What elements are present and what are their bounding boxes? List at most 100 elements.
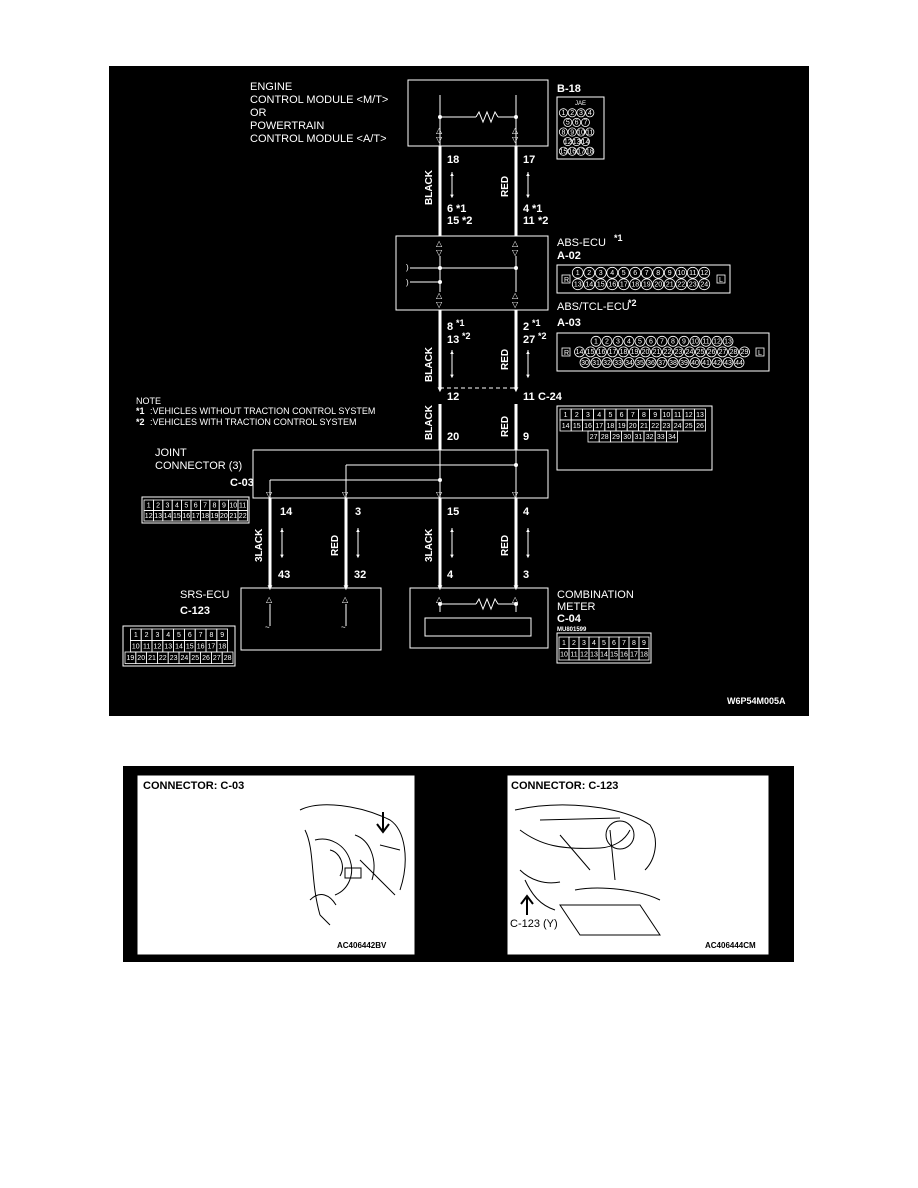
- connector-pin: [558, 127, 568, 137]
- connector-pin-label: 32: [646, 434, 654, 441]
- connector-pin-label: 4: [592, 640, 596, 647]
- connector-pin-label: 5: [177, 632, 181, 639]
- connector-pin-label: 12: [580, 652, 588, 659]
- c123-connector: [122, 625, 236, 667]
- abs-top-pin-r1: 4: [523, 203, 530, 215]
- connector-pin-label: 22: [651, 423, 659, 430]
- connector-pin-label: 14: [562, 423, 570, 430]
- connector-pin-label: 40: [691, 360, 699, 367]
- connector-pin: [638, 648, 650, 661]
- connector-pin-label: 5: [184, 503, 188, 510]
- wire-label-red-5: RED: [500, 535, 511, 556]
- connector-pin: [576, 146, 586, 156]
- connector-pin-label: 35: [636, 360, 644, 367]
- connector-pin: [576, 127, 586, 137]
- meter-display: [424, 617, 532, 637]
- connector-pin-label: 15: [560, 149, 568, 156]
- svg-text:▽: ▽: [266, 490, 273, 499]
- connector-pin: [652, 278, 665, 291]
- meter-box: [409, 587, 549, 649]
- connector-pin: [666, 430, 679, 443]
- connector-pin: [673, 346, 684, 358]
- connector-pin-label: 15: [597, 282, 605, 289]
- connector-pin-label: 5: [622, 270, 626, 277]
- connector-pin-label: 32: [603, 360, 611, 367]
- svg-text:▼: ▼: [525, 374, 531, 380]
- joint-pin-bottom-1: 14: [280, 506, 293, 518]
- c24-pin-left: 12: [447, 391, 459, 403]
- connector-pin: [739, 346, 750, 358]
- connector-pin: [563, 137, 573, 147]
- connector-pin-label: 17: [630, 652, 638, 659]
- c123-illustration: [514, 804, 661, 936]
- svg-text:▽: ▽: [512, 490, 519, 499]
- meter-label-2: METER: [557, 601, 596, 613]
- connector-pin-label: 13: [573, 139, 581, 146]
- connector-pin: [601, 357, 613, 368]
- connector-pin: [585, 346, 596, 358]
- joint-connector-box: [252, 449, 549, 499]
- connector-pin-label: 3: [155, 632, 159, 639]
- connector-pin: [580, 117, 590, 127]
- abs-bottom-pin-l2: 13: [447, 334, 459, 346]
- connector-pin-label: 16: [197, 644, 205, 651]
- photo-c123-callout: C-123 (Y): [510, 918, 558, 930]
- svg-text:*1: *1: [136, 406, 145, 416]
- connector-pin-label: 6: [194, 503, 198, 510]
- wire-label-black-1: BLACK: [424, 169, 435, 205]
- connector-pin-label: 14: [164, 513, 172, 520]
- connector-pin-label: 5: [566, 120, 570, 127]
- connector-pin-label: 18: [631, 282, 639, 289]
- connector-pin-label: 21: [666, 282, 674, 289]
- ecm-box: [407, 79, 549, 147]
- connector-pin-label: 11: [702, 339, 709, 346]
- abs-tcl-ecu-code: A-03: [557, 317, 581, 329]
- c24-code: C-24: [538, 391, 563, 403]
- connector-pin: [617, 266, 630, 279]
- srs-ecu-name: SRS-ECU: [180, 589, 230, 601]
- svg-text:*1: *1: [456, 318, 465, 328]
- connector-pin-label: 23: [170, 655, 178, 662]
- connector-pin-label: 4: [175, 503, 179, 510]
- svg-text:▽: ▽: [342, 490, 349, 499]
- wire-label-red-4: RED: [330, 535, 341, 556]
- connector-pin: [629, 266, 642, 279]
- connector-pin-label: 6: [633, 270, 637, 277]
- connector-pin-label: 14: [582, 139, 590, 146]
- connector-pin-label: 8: [632, 640, 636, 647]
- connector-pin-label: 13: [724, 339, 732, 346]
- terminal-icon: △: [512, 126, 519, 135]
- connector-pin-label: 27: [213, 655, 221, 662]
- connector-pin-label: 12: [154, 644, 162, 651]
- connector-pin-label: 20: [642, 349, 650, 356]
- connector-pin: [221, 651, 234, 664]
- ecm-label-3: OR: [250, 107, 267, 119]
- connector-pin-label: 13: [590, 652, 598, 659]
- connector-pin-label: 11: [239, 503, 246, 510]
- connector-pin-label: 2: [587, 270, 591, 277]
- connector-pin-label: 1: [594, 339, 598, 346]
- terminal-icon: △: [436, 126, 443, 135]
- connector-pin-label: 18: [607, 423, 615, 430]
- connector-pin-label: 24: [674, 423, 682, 430]
- svg-text:L: L: [719, 277, 723, 284]
- connector-pin-label: 13: [164, 644, 172, 651]
- connector-pin: [583, 266, 596, 279]
- ecm-pin-right: 17: [523, 154, 535, 166]
- c24-connector: [556, 405, 713, 471]
- svg-text:~: ~: [341, 623, 346, 632]
- connector-pin-label: 2: [572, 640, 576, 647]
- connector-pin-label: 4: [597, 412, 601, 419]
- connector-pin: [675, 266, 688, 279]
- svg-text:*2: *2: [538, 215, 548, 227]
- connector-pin-label: 8: [209, 632, 213, 639]
- connector-pin: [580, 137, 590, 147]
- connector-pin-label: 7: [199, 632, 203, 639]
- connector-pin: [689, 335, 701, 347]
- connector-pin: [686, 266, 699, 279]
- connector-pin-label: 23: [675, 349, 683, 356]
- connector-pin-label: 20: [654, 282, 662, 289]
- connector-pin-label: 2: [575, 412, 579, 419]
- diagram-panel: [109, 66, 809, 716]
